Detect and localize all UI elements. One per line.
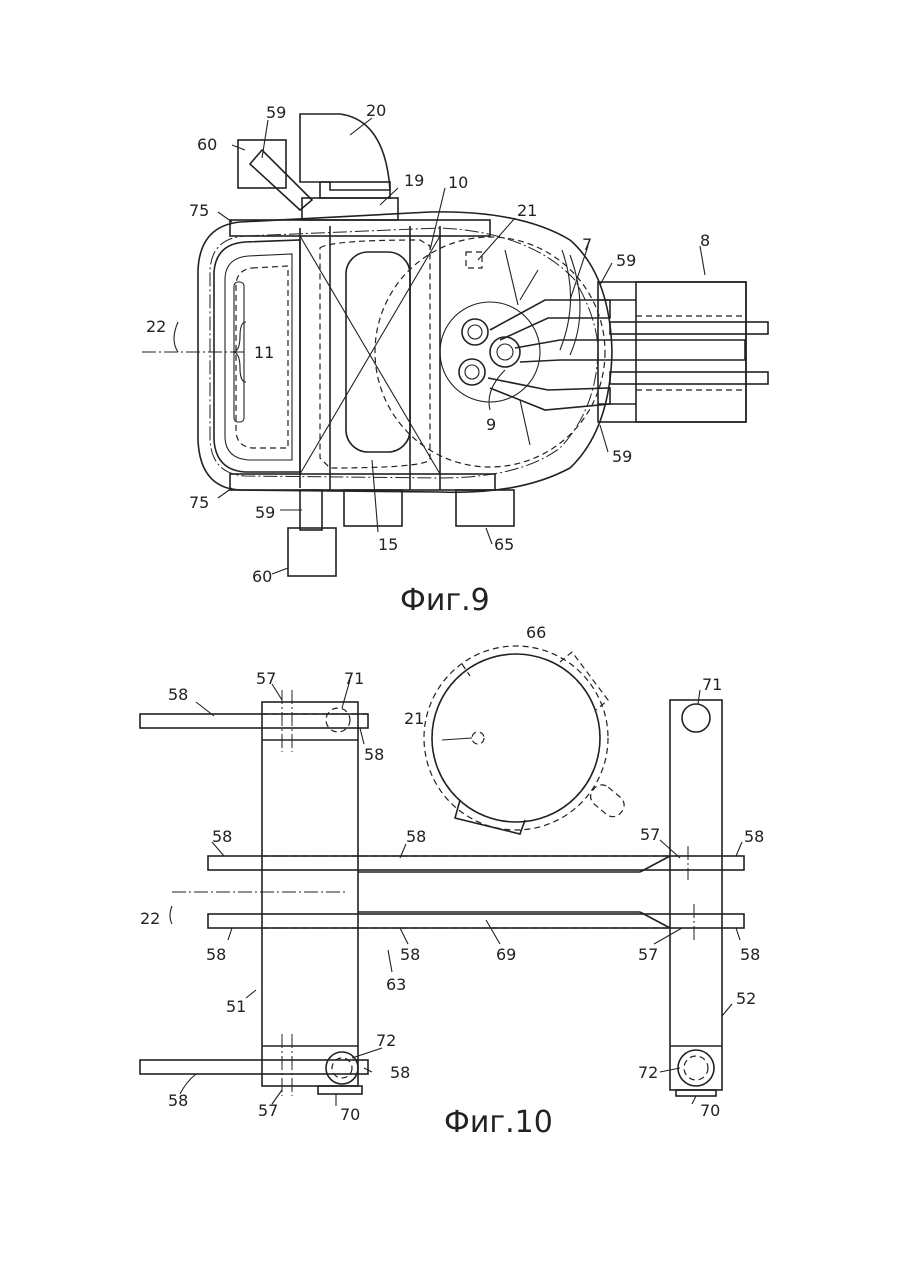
fig10-label: 58 bbox=[364, 745, 384, 764]
fig10-label: 51 bbox=[226, 997, 246, 1016]
fig10-label: 66 bbox=[526, 623, 546, 642]
fig9-label: 19 bbox=[404, 171, 424, 190]
fig10-label: 58 bbox=[406, 827, 426, 846]
fig10-label: 57 bbox=[258, 1101, 278, 1120]
fig10-label: 58 bbox=[212, 827, 232, 846]
figure-9-caption: Фиг.9 bbox=[400, 583, 490, 618]
fig9-label: 22 bbox=[146, 317, 166, 336]
fig9-label: 60 bbox=[197, 135, 217, 154]
fig9-label: 7 bbox=[582, 235, 592, 254]
fig9-label: 21 bbox=[517, 201, 537, 220]
fig10-label: 58 bbox=[206, 945, 226, 964]
fig10-label: 71 bbox=[702, 675, 722, 694]
fig9-label: 75 bbox=[189, 493, 209, 512]
fig10-label: 57 bbox=[256, 669, 276, 688]
fig10-label: 58 bbox=[400, 945, 420, 964]
figure-10-caption: Фиг.10 bbox=[444, 1105, 553, 1140]
fig9-label: 60 bbox=[252, 567, 272, 586]
fig9-label: 75 bbox=[189, 201, 209, 220]
fig9-label: 59 bbox=[266, 103, 286, 122]
fig9-label: 20 bbox=[366, 101, 386, 120]
fig10-label: 52 bbox=[736, 989, 756, 1008]
fig10-label: 72 bbox=[376, 1031, 396, 1050]
fig10-label: 22 bbox=[140, 909, 160, 928]
fig10-label: 58 bbox=[740, 945, 760, 964]
fig9-label: 8 bbox=[700, 231, 710, 250]
fig10-label: 71 bbox=[344, 669, 364, 688]
fig10-label: 69 bbox=[496, 945, 516, 964]
fig10-label: 58 bbox=[390, 1063, 410, 1082]
fig10-label: 70 bbox=[700, 1101, 720, 1120]
fig10-label: 58 bbox=[744, 827, 764, 846]
figure-10-drawing bbox=[140, 646, 744, 1106]
fig10-label: 58 bbox=[168, 1091, 188, 1110]
fig9-label: 59 bbox=[255, 503, 275, 522]
figure-9-labels: 59 20 60 19 10 75 21 7 59 8 22 11 9 59 7… bbox=[146, 101, 710, 586]
fig10-label: 57 bbox=[640, 825, 660, 844]
fig9-label: 59 bbox=[616, 251, 636, 270]
fig10-label: 57 bbox=[638, 945, 658, 964]
fig9-label: 11 bbox=[254, 343, 274, 362]
fig10-label: 58 bbox=[168, 685, 188, 704]
fig9-label: 10 bbox=[448, 173, 468, 192]
fig10-label: 63 bbox=[386, 975, 406, 994]
fig9-label: 9 bbox=[486, 415, 496, 434]
fig10-label: 70 bbox=[340, 1105, 360, 1124]
fig10-label: 21 bbox=[404, 709, 424, 728]
fig9-label: 65 bbox=[494, 535, 514, 554]
fig9-label: 15 bbox=[378, 535, 398, 554]
fig9-label: 59 bbox=[612, 447, 632, 466]
fig10-label: 72 bbox=[638, 1063, 658, 1082]
